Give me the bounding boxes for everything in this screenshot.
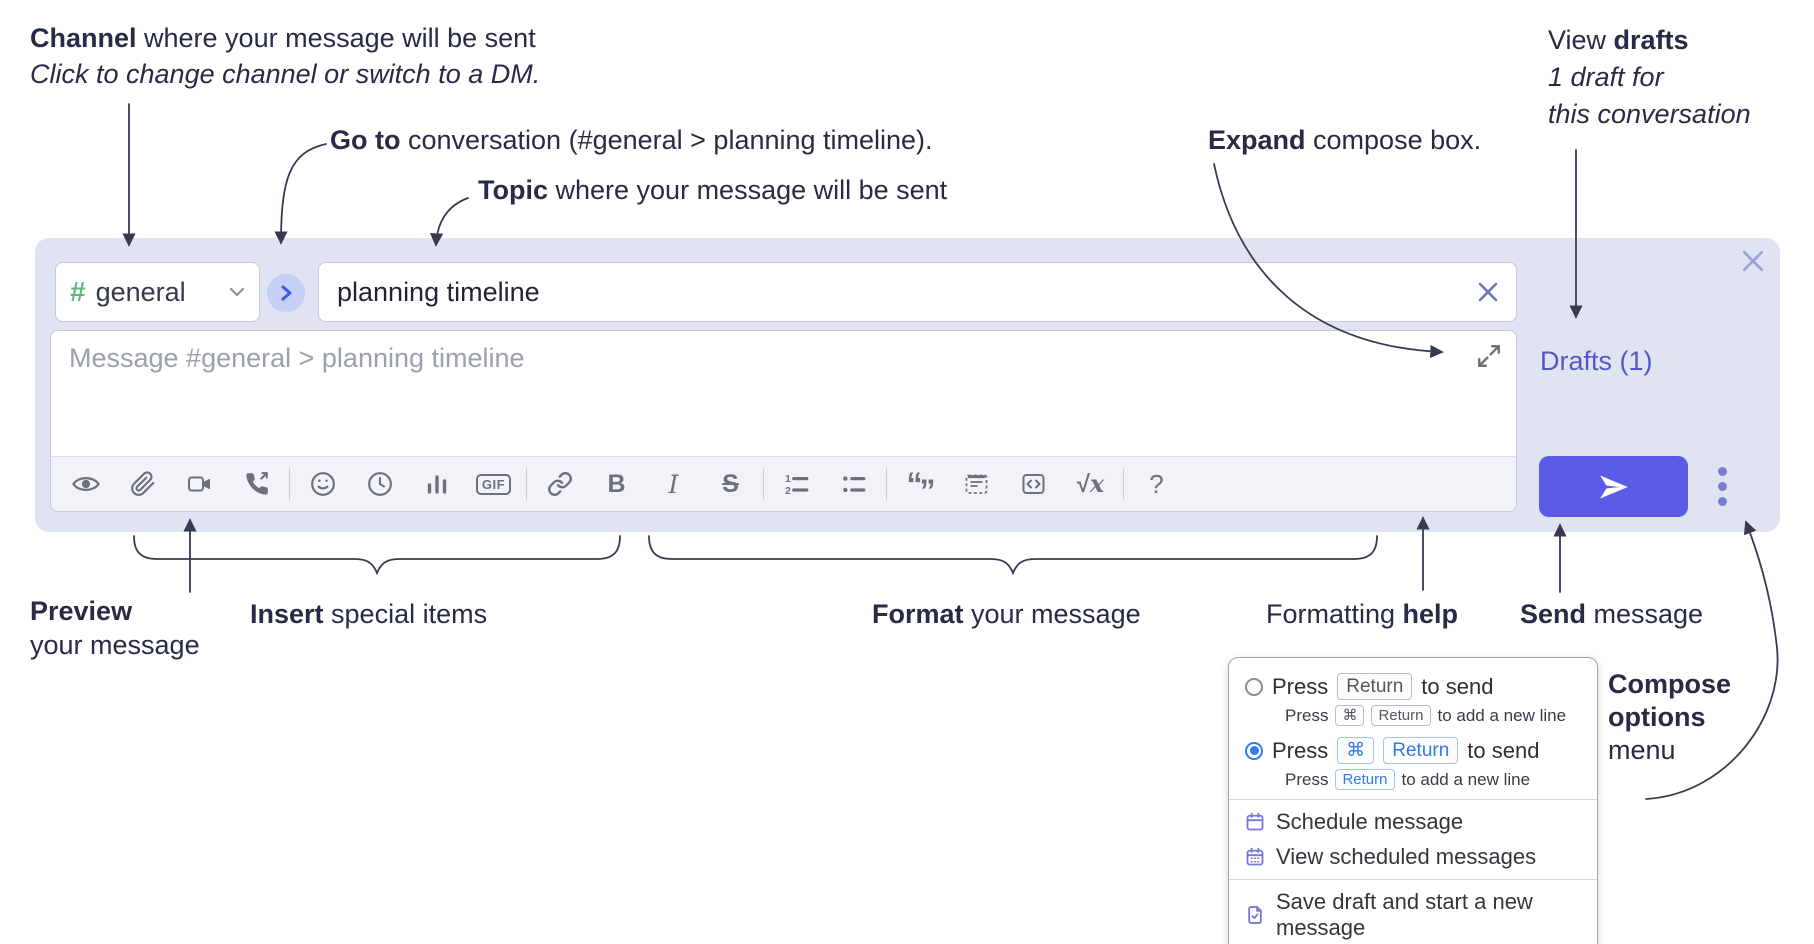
message-input-area[interactable]: Message #general > planning timeline [50,330,1517,512]
annotation-send: Send message [1520,599,1704,629]
attach-file-icon[interactable] [114,462,171,506]
bold-icon[interactable]: B [607,469,626,498]
schedule-clock-icon[interactable] [351,462,408,506]
send-button[interactable] [1539,456,1688,517]
go-to-conversation-button[interactable] [267,274,305,312]
math-icon[interactable]: √x [1076,469,1105,498]
toolbar-divider [886,468,887,500]
emoji-icon[interactable] [294,462,351,506]
option-return-to-send[interactable]: Press Return to send [1245,673,1581,700]
annotation-compose-options: Compose options menu [1608,669,1732,765]
chevron-down-icon [229,287,245,297]
gif-icon[interactable]: GIF [465,462,522,506]
toolbar-divider [526,468,527,500]
annotation-channel: Channel where your message will be sent … [30,23,541,89]
expand-compose-icon[interactable] [1476,343,1502,369]
topic-field [318,262,1517,322]
compose-options-menu: Press Return to send Press ⌘ Return to a… [1228,657,1598,944]
svg-text:1: 1 [785,474,791,485]
brace-insert [133,535,621,576]
option-cmd-return-to-send[interactable]: Press ⌘ Return to send [1245,737,1581,764]
drafts-link[interactable]: Drafts (1) [1540,346,1653,376]
menu-item-save-draft[interactable]: Save draft and start a new message [1245,889,1581,941]
toolbar-divider [1123,468,1124,500]
italic-icon[interactable]: I [668,469,679,499]
svg-text:2: 2 [785,486,791,497]
arrow-go-to [274,143,327,245]
draft-check-icon [1245,905,1265,925]
video-call-icon[interactable] [171,462,228,506]
menu-item-schedule-message[interactable]: Schedule message [1245,809,1581,835]
link-icon[interactable] [531,462,588,506]
option-return-to-send-hint: Press ⌘ Return to add a new line [1285,705,1567,726]
quote-icon[interactable]: “” [906,466,936,509]
annotation-insert: Insert special items [250,599,488,629]
annotation-go-to: Go to conversation (#general > planning … [330,125,933,155]
toolbar-divider [763,468,764,500]
option-cmd-return-to-send-hint: Press Return to add a new line [1285,769,1531,790]
code-icon[interactable] [1005,462,1062,506]
brace-format [648,535,1378,576]
channel-selector[interactable]: # general [55,262,260,322]
poll-icon[interactable] [408,462,465,506]
close-compose-icon[interactable] [1740,248,1766,274]
annotation-topic: Topic where your message will be sent [478,175,948,205]
send-plane-icon [1599,474,1628,499]
menu-item-view-scheduled[interactable]: View scheduled messages [1245,844,1581,870]
formatting-help-icon[interactable]: ? [1149,468,1164,499]
annotation-expand: Expand compose box. [1208,125,1482,155]
voice-call-icon[interactable] [228,462,285,506]
annotation-formatting-help: Formatting help [1266,599,1459,629]
clear-topic-icon[interactable] [1476,280,1500,304]
annotation-view-drafts: View drafts 1 draft for this conversatio… [1548,25,1751,129]
annotation-format: Format your message [872,599,1141,629]
compose-options-kebab-button[interactable] [1701,456,1743,517]
compose-box: # general Message #general > planning ti… [35,238,1780,532]
bulleted-list-icon[interactable] [825,462,882,506]
calendar-icon [1245,812,1265,832]
spoiler-icon[interactable] [948,462,1005,506]
toolbar-divider [289,468,290,500]
menu-divider [1229,879,1597,880]
topic-input[interactable] [335,275,1476,309]
radio-selected-icon[interactable] [1245,741,1263,760]
channel-name: general [95,276,186,307]
preview-icon[interactable] [57,462,114,506]
strikethrough-icon[interactable]: S [722,469,739,498]
message-placeholder: Message #general > planning timeline [69,343,525,373]
channel-hash-icon: # [70,276,86,307]
menu-divider [1229,799,1597,800]
calendar-grid-icon [1245,847,1265,867]
chevron-right-icon [281,285,292,301]
radio-unselected-icon[interactable] [1245,677,1263,696]
annotation-preview: Preview your message [30,596,200,660]
